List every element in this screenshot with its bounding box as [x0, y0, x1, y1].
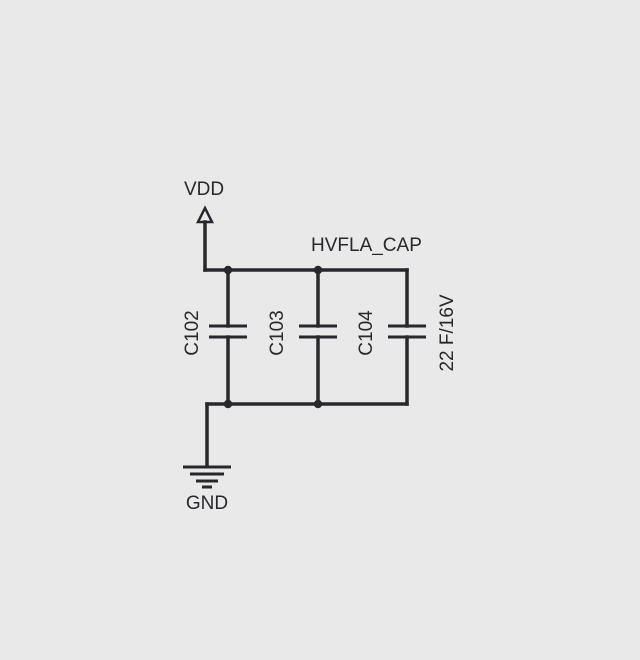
- capacitor-c104: [388, 268, 426, 406]
- c103-label: C103: [267, 310, 288, 355]
- c104-value-label: 22 F/16V: [437, 294, 458, 371]
- net-label: HVFLA_CAP: [311, 235, 422, 256]
- c104-label: C104: [356, 310, 377, 356]
- junction-dot: [223, 399, 233, 409]
- gnd-label: GND: [186, 493, 228, 514]
- junction-dot: [313, 265, 323, 275]
- junction-dot: [313, 399, 323, 409]
- capacitor-c103: [299, 268, 337, 406]
- junction-dot: [223, 265, 233, 275]
- vdd-arrow-icon: [195, 205, 215, 224]
- c102-label: C102: [182, 310, 203, 355]
- capacitor-c102: [209, 268, 247, 406]
- vdd-label: VDD: [184, 179, 224, 200]
- ground-icon: [183, 465, 231, 489]
